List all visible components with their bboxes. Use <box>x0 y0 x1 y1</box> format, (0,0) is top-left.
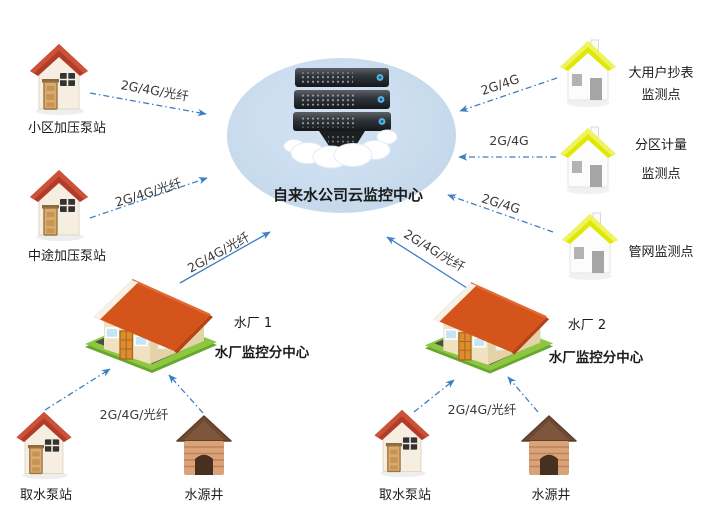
node-label-intake-pump-2: 取水泵站 <box>378 488 431 503</box>
water-plant-icon <box>85 278 217 373</box>
red-roof-house-icon <box>16 411 72 480</box>
yellow-roof-house-icon <box>560 126 616 194</box>
cloud-center-label: 自来水公司云监控中心 <box>272 186 423 204</box>
server-cloud-icon <box>283 68 398 169</box>
node-label-midway-pump: 中途加压泵站 <box>27 249 106 264</box>
link-label-district-metering: 2G/4G <box>489 133 529 148</box>
node-label-intake-pump-1: 取水泵站 <box>19 488 72 503</box>
node-label-pipe-network: 管网监测点 <box>628 245 694 260</box>
link-label-midway-pump: 2G/4G/光纤 <box>113 175 184 210</box>
red-roof-house-icon <box>30 44 88 115</box>
well-hut-icon <box>521 415 577 475</box>
node-label-district-metering-2: 监测点 <box>641 167 681 182</box>
node-label-well-1: 水源井 <box>184 488 224 503</box>
node-label-meter-reading-2: 监测点 <box>641 88 681 103</box>
red-roof-house-icon <box>30 170 88 241</box>
link-label-bottom-right: 2G/4G/光纤 <box>447 402 517 417</box>
link-label-plant2: 2G/4G/光纤 <box>401 226 468 275</box>
plant1-subtitle: 水厂监控分中心 <box>214 345 310 361</box>
yellow-roof-house-icon <box>560 39 616 107</box>
node-label-community-pump: 小区加压泵站 <box>27 121 106 136</box>
plant2-name: 水厂 2 <box>567 318 607 333</box>
link-label-meter-reading: 2G/4G <box>478 70 522 99</box>
node-label-well-2: 水源井 <box>531 488 571 503</box>
link-label-bottom-left: 2G/4G/光纤 <box>99 407 169 422</box>
yellow-roof-house-icon <box>562 212 618 280</box>
link-label-community-pump: 2G/4G/光纤 <box>119 77 190 104</box>
node-label-meter-reading-1: 大用户抄表 <box>628 66 694 81</box>
plant2-subtitle: 水厂监控分中心 <box>548 350 644 366</box>
water-plant-icon <box>424 282 554 374</box>
plant1-name: 水厂 1 <box>233 316 273 331</box>
red-roof-house-icon <box>374 409 430 478</box>
link-label-pipe-network: 2G/4G <box>479 190 523 217</box>
well-hut-icon <box>176 415 232 475</box>
node-label-district-metering-1: 分区计量 <box>634 138 687 153</box>
